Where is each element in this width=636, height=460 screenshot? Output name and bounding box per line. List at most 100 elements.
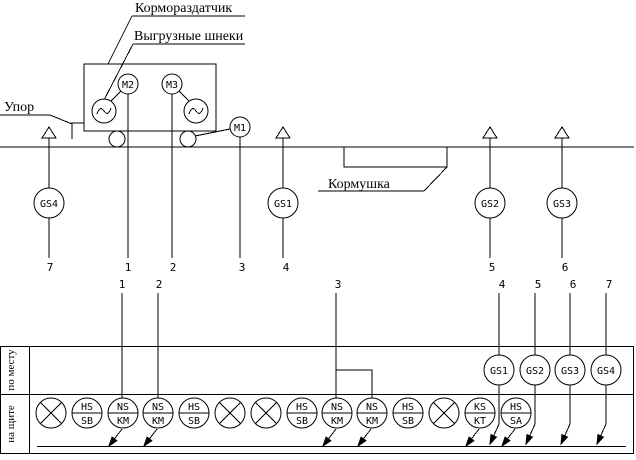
- signal-arrow-icon: [357, 428, 372, 448]
- m2-link: [110, 90, 122, 102]
- field-sensor-label: GS4: [40, 199, 58, 210]
- device-bottom-label: KM: [331, 416, 343, 427]
- device-top-label: HS: [296, 402, 308, 413]
- signal-arrow-icon: [108, 428, 123, 448]
- device-top-label: NS: [117, 402, 129, 413]
- device-bottom-label: SB: [81, 416, 93, 427]
- device-top-label: HS: [188, 402, 200, 413]
- device-bottom-label: SB: [402, 416, 414, 427]
- device-top-label: HS: [402, 402, 414, 413]
- local-sensor-gs2: GS2: [519, 354, 551, 424]
- triangle-marker-icon: [41, 126, 57, 139]
- feeder-box: [83, 63, 217, 132]
- lower-wire-number: 7: [606, 278, 613, 291]
- lower-wire-number: 2: [156, 278, 163, 291]
- unloading-augers-leader: [103, 43, 134, 101]
- triangle-marker-icon: [482, 126, 498, 139]
- signal-arrow-icon: [525, 423, 536, 446]
- feeder-dispenser-leader: [107, 15, 133, 65]
- local-sensor-label: GS4: [597, 366, 615, 377]
- row-label-local-text: по месту: [5, 349, 17, 391]
- wire-3-branch: [336, 369, 373, 398]
- indicator-lamp-icon: [250, 397, 282, 429]
- upper-wire-number: 5: [489, 261, 496, 274]
- indicator-lamp-icon: [214, 397, 246, 429]
- trough: [343, 147, 448, 168]
- upper-wire-number: 1: [125, 261, 132, 274]
- signal-arrow-icon: [143, 428, 158, 448]
- motor-m2-label: M2: [122, 80, 134, 91]
- local-sensor-gs4: GS4: [590, 354, 622, 424]
- device-top-label: HS: [510, 402, 522, 413]
- feeder-dispenser-label: Кормораздатчик: [135, 1, 232, 16]
- motor-m1-label: M1: [234, 123, 246, 134]
- panel-device-ns-km: NS KM: [107, 397, 139, 429]
- motor-m3: [161, 73, 183, 95]
- signal-arrow-icon: [322, 428, 337, 448]
- upper-wire-number: 2: [170, 261, 177, 274]
- trough-label: Кормушка: [328, 177, 391, 192]
- wheel-left: [108, 130, 126, 148]
- instrument-table: [0, 346, 634, 454]
- local-sensor-label: GS1: [490, 366, 508, 377]
- panel-device-hs-sb: HS SB: [392, 397, 424, 429]
- panel-device-hs-sb: HS SB: [286, 397, 318, 429]
- signal-arrow-icon: [501, 428, 516, 448]
- motor-m2: [117, 73, 139, 95]
- device-top-label: HS: [81, 402, 93, 413]
- panel-device-ns-km: NS KM: [356, 397, 388, 429]
- signal-arrow-icon: [465, 428, 480, 448]
- field-sensor-gs1: GS1: [267, 126, 299, 258]
- device-bottom-label: KM: [117, 416, 129, 427]
- local-sensor-gs1: GS1: [483, 354, 515, 424]
- lower-wire-number: 3: [335, 278, 342, 291]
- row-label-panel-text: на щите: [5, 405, 17, 443]
- sine-wave-icon: [96, 107, 112, 115]
- panel-device-ks-kt: KS KT: [464, 397, 496, 429]
- unloading-augers-label: Выгрузные шнеки: [134, 29, 244, 44]
- trough-leader: [423, 166, 448, 192]
- lower-wire-number: 1: [119, 278, 126, 291]
- device-bottom-label: KM: [152, 416, 164, 427]
- row-label-local: по месту: [5, 349, 17, 391]
- upper-wire-number: 3: [239, 261, 246, 274]
- device-bottom-label: KT: [474, 416, 486, 427]
- stop-leader: [49, 114, 73, 125]
- device-bottom-label: KM: [366, 416, 378, 427]
- m1-link: [194, 128, 231, 137]
- field-sensor-label: GS2: [481, 199, 499, 210]
- upper-wire-number: 4: [283, 261, 290, 274]
- lower-wire-number: 6: [570, 278, 577, 291]
- field-sensor-gs2: GS2: [474, 126, 506, 258]
- device-bottom-label: SB: [188, 416, 200, 427]
- sine-wave-icon: [188, 107, 204, 115]
- triangle-marker-icon: [554, 126, 570, 139]
- indicator-lamp-icon: [428, 397, 460, 429]
- upper-wire-number: 7: [47, 261, 54, 274]
- triangle-marker-icon: [275, 126, 291, 139]
- row-label-panel: на щите: [5, 405, 17, 443]
- motor-m1: [229, 116, 251, 138]
- signal-arrow-icon: [596, 423, 607, 446]
- signal-arrow-icon: [560, 423, 571, 446]
- field-sensor-label: GS3: [553, 199, 571, 210]
- lower-wire-number: 4: [499, 278, 506, 291]
- indicator-lamp-icon: [35, 397, 67, 429]
- device-top-label: NS: [366, 402, 378, 413]
- local-sensor-gs3: GS3: [554, 354, 586, 424]
- stop-bracket: [71, 122, 84, 139]
- upper-wire-number: 6: [562, 261, 569, 274]
- device-bottom-label: SA: [510, 416, 522, 427]
- device-bottom-label: SB: [296, 416, 308, 427]
- field-sensor-gs3: GS3: [546, 126, 578, 258]
- device-top-label: KS: [474, 402, 486, 413]
- lower-wire-number: 5: [535, 278, 542, 291]
- stop-label: Упор: [4, 100, 34, 115]
- wheel-right: [179, 130, 197, 148]
- field-sensor-gs4: GS4: [33, 126, 65, 258]
